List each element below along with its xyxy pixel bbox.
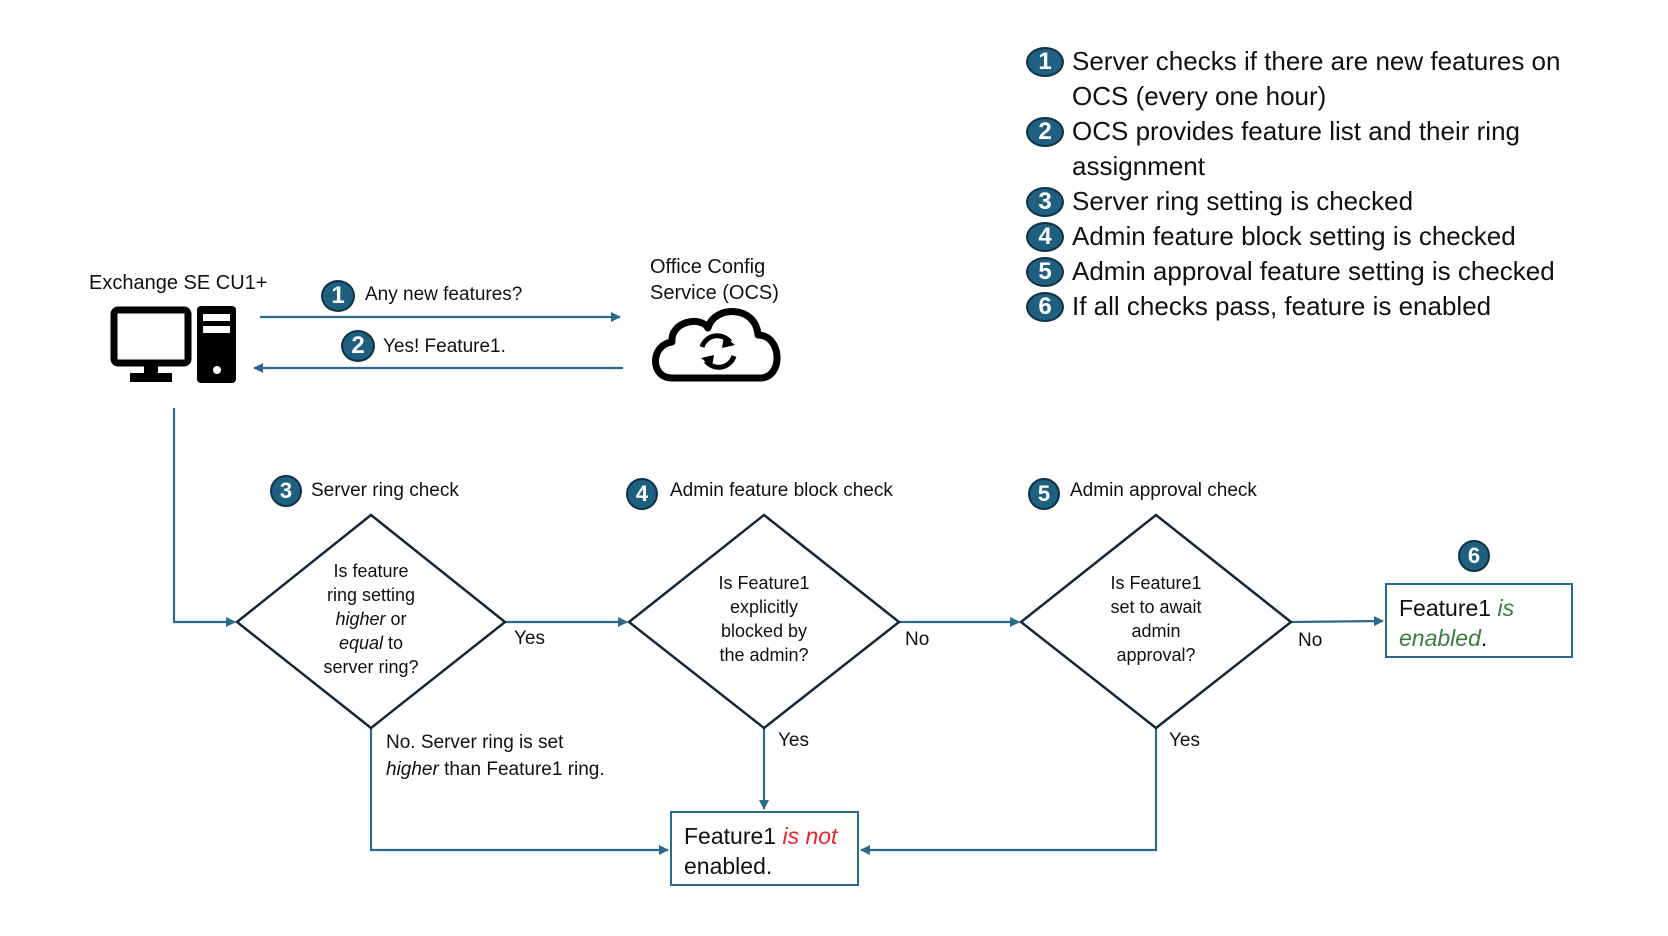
decision-diamond-ring [234,513,508,730]
legend-item: 5 Admin approval feature setting is chec… [1025,254,1625,289]
ocs-label-line1: Office Config [650,256,766,278]
question-line: ring setting [326,585,416,605]
message-yes-feature1: Yes! Feature1. [383,336,506,357]
arrow-ring-no [369,728,669,855]
check-title-block: Admin feature block check [670,480,893,501]
legend-text: Admin feature block setting is checked [1072,221,1516,251]
outcome-enabled-box: Feature1 is enabled. [1385,583,1573,658]
arrow-approval-no [1290,616,1384,627]
step-badge: 6 [1026,292,1064,322]
step-badge: 2 [341,330,375,362]
question-line: Is Feature1 [1110,573,1202,593]
message-any-new-features: Any new features? [365,284,523,305]
question-line: admin [1131,621,1181,641]
legend-text: Admin approval feature setting is checke… [1072,256,1555,286]
step-badge: 1 [1026,47,1064,77]
step-badge: 5 [1026,257,1064,287]
legend-text: OCS provides feature list and their ring… [1072,116,1520,181]
step-badge: 5 [1028,478,1060,510]
arrow-approval-yes [860,728,1158,855]
question-line: server ring? [323,657,419,677]
step-badge: 3 [1026,187,1064,217]
question-line: approval? [1116,645,1196,665]
branch-label-block-no: No [905,629,930,650]
question-approval: Is Feature1 set to await admin approval? [1081,571,1231,667]
question-line: blocked by [720,621,808,641]
step-legend: 1 Server checks if there are new feature… [1025,44,1625,324]
step-badge: 3 [270,475,302,507]
legend-item: 3 Server ring setting is checked [1025,184,1625,219]
decision-diamond-block [626,513,902,730]
legend-text: Server checks if there are new features … [1072,46,1561,111]
step-badge: 4 [626,478,658,510]
legend-item: 2 OCS provides feature list and their ri… [1025,114,1625,184]
question-line: set to await [1110,597,1202,617]
step-badge: 1 [321,280,355,312]
question-line: Is Feature1 [718,573,810,593]
arrow-server-to-ring-check [172,408,236,627]
step-badge: 6 [1458,540,1490,572]
outcome-not-enabled-box: Feature1 is not enabled. [670,811,859,886]
legend-item: 6 If all checks pass, feature is enabled [1025,289,1625,324]
check-title-ring: Server ring check [311,480,459,501]
question-ring: Is feature ring setting higher or equal … [296,559,446,679]
desktop-computer-icon [110,306,236,383]
legend-text: If all checks pass, feature is enabled [1072,291,1492,321]
branch-label-approval-yes: Yes [1169,730,1200,751]
question-line: explicitly [729,597,799,617]
branch-label-ring-yes: Yes [514,628,545,649]
question-line: the admin? [719,645,809,665]
question-block: Is Feature1 explicitly blocked by the ad… [689,571,839,667]
question-line: Is feature [333,561,409,581]
ocs-label-line2: Service (OCS) [650,282,779,304]
step-badge: 2 [1026,117,1064,147]
legend-text: Server ring setting is checked [1072,186,1414,216]
question-line: equal to [338,633,404,653]
server-label: Exchange SE CU1+ [89,272,268,294]
branch-label-ring-no: No. Server ring is set higher than Featu… [386,732,605,780]
ocs-label: Office Config Service (OCS) [650,254,779,306]
branch-label-approval-no: No [1298,630,1323,651]
cloud-sync-icon [652,308,781,382]
check-title-approval: Admin approval check [1070,480,1257,501]
question-line: higher or [335,609,407,629]
legend-item: 1 Server checks if there are new feature… [1025,44,1625,114]
step-badge: 4 [1026,222,1064,252]
decision-diamond-approval [1018,513,1294,730]
branch-label-block-yes: Yes [778,730,809,751]
legend-item: 4 Admin feature block setting is checked [1025,219,1625,254]
